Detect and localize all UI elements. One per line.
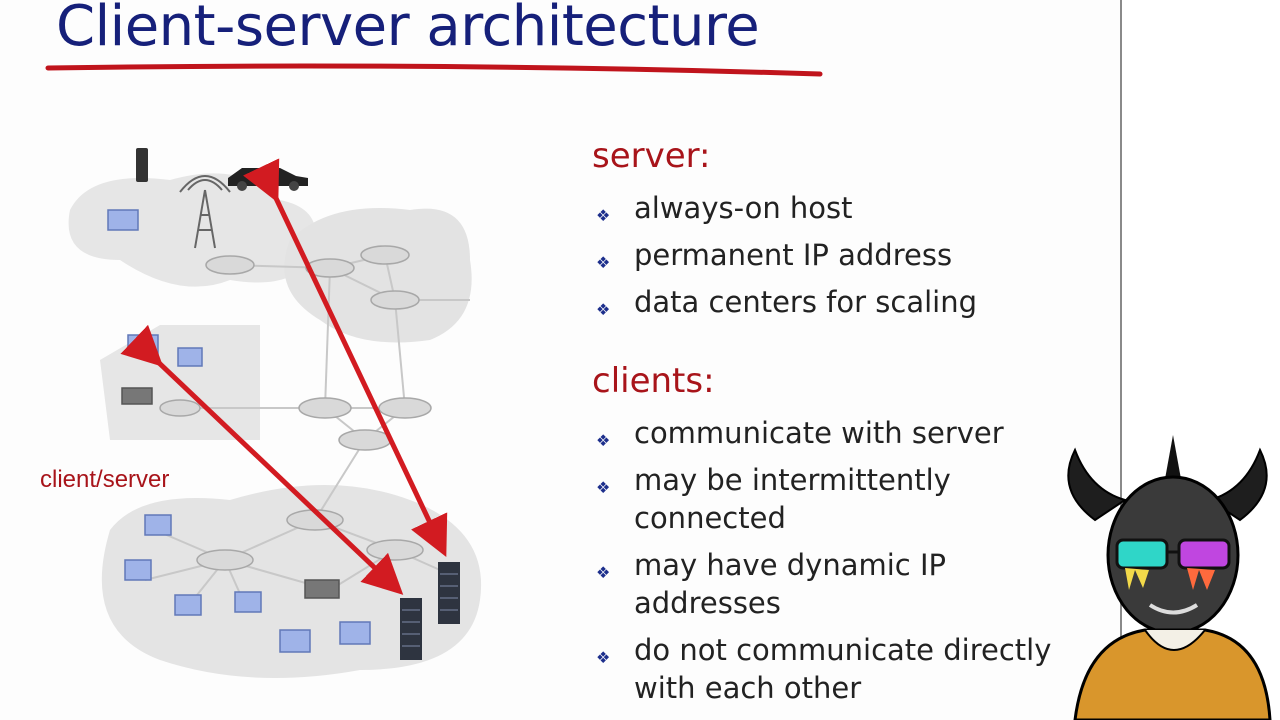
car-icon [228,168,308,191]
list-item: ❖ data centers for scaling [594,283,977,321]
slide-title: Client-server architecture [56,0,760,59]
mobile-network-region [68,173,316,287]
router [298,397,352,419]
router [370,290,420,310]
server-rack-icon [400,562,460,660]
presenter-avatar-icon [1067,435,1272,720]
list-item: ❖ do not communicate directly with each … [596,633,1052,705]
cell-tower-icon [179,175,231,249]
clients-heading: clients: [592,361,715,401]
diamond-bullet-icon: ❖ [596,206,611,225]
list-item: ❖ always-on host [594,189,977,227]
router [360,245,410,265]
list-item: ❖ permanent IP address [594,236,977,274]
slide-border [1120,0,1122,720]
list-item: ❖ may have dynamic IP addresses [596,548,947,620]
router [378,397,432,419]
title-underline [45,63,823,77]
diamond-bullet-icon: ❖ [596,478,611,497]
network-diagram [68,148,482,678]
slide: Client-server architecture [40,0,1052,707]
clients-bullet-list: ❖ communicate with server ❖ may be inter… [594,414,1051,707]
router [366,539,424,561]
router [196,549,254,571]
router [205,255,255,275]
server-heading: server: [592,136,711,176]
diamond-bullet-icon: ❖ [596,563,611,582]
smartphone-icon [136,148,148,182]
list-item: ❖ communicate with server [594,414,1051,452]
diamond-bullet-icon: ❖ [596,648,611,667]
router [338,429,392,451]
router [159,399,201,417]
server-bullet-list: ❖ always-on host ❖ permanent IP address … [594,189,977,321]
diamond-bullet-icon: ❖ [596,253,611,272]
client-server-label: client/server [40,466,170,493]
diamond-bullet-icon: ❖ [596,431,611,450]
diamond-bullet-icon: ❖ [596,300,611,319]
double-headed-arrow-icon [120,158,448,595]
list-item: ❖ may be intermittently connected [596,463,951,535]
